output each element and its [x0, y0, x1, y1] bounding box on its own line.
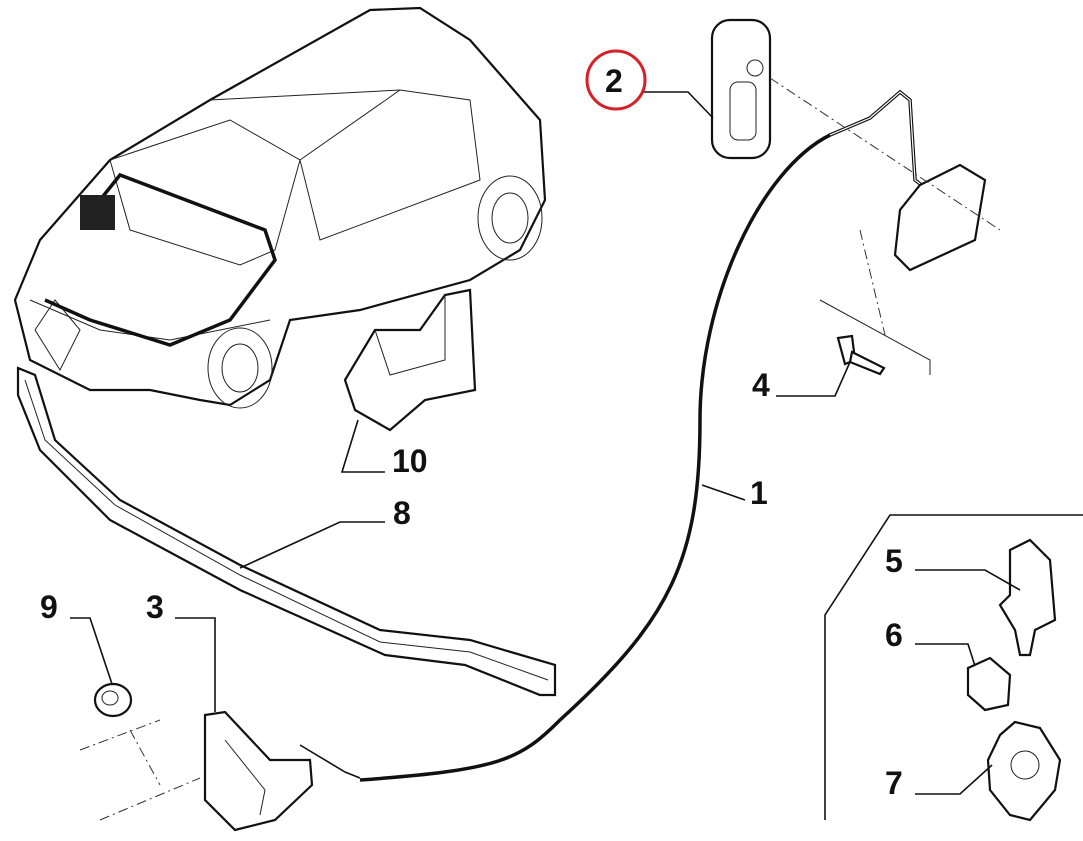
callout-7[interactable]: 7: [885, 765, 903, 801]
callout-6[interactable]: 6: [885, 617, 903, 653]
callout-8[interactable]: 8: [393, 495, 411, 531]
part-7-bracket: [986, 720, 1062, 822]
callout-5[interactable]: 5: [885, 543, 903, 579]
part-4-screw: [836, 334, 886, 376]
callout-10[interactable]: 10: [392, 443, 428, 479]
car-illustration: [13, 6, 547, 409]
callout-1[interactable]: 1: [750, 475, 768, 511]
callout-4[interactable]: 4: [752, 367, 770, 403]
leader-lines: [70, 91, 1021, 795]
part-1-cable: [359, 89, 930, 782]
part-2-release-handle: [710, 18, 772, 160]
callout-3[interactable]: 3: [146, 589, 164, 625]
highlight-circle: [585, 49, 647, 111]
part-3-hood-latch: [203, 710, 314, 832]
part-6-buffer: [966, 656, 1012, 712]
part-5-clip: [998, 538, 1057, 657]
callout-9[interactable]: 9: [40, 589, 58, 625]
part-9-grommet: [93, 682, 133, 718]
callout-2[interactable]: 2: [605, 63, 623, 99]
kit-group-boundary: [824, 514, 1083, 820]
part-8-crossmember: [16, 366, 557, 697]
part-10-bracket: [343, 288, 477, 432]
latch-body: [893, 163, 987, 272]
